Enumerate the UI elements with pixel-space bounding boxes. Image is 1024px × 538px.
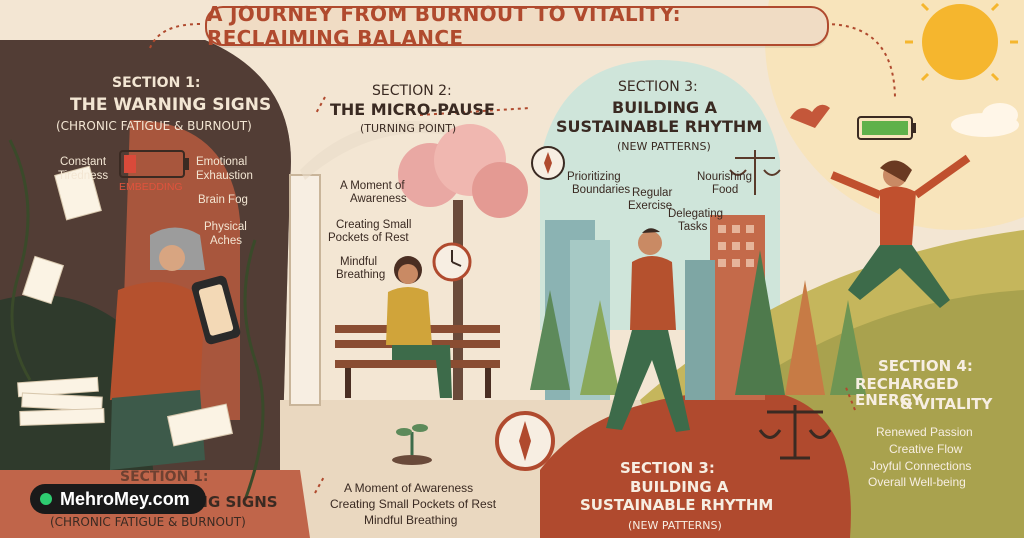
bottom-section1-number: SECTION 1: <box>120 469 209 485</box>
section2-item-2a: Creating Small <box>336 219 412 231</box>
section3-number: SECTION 3: <box>618 79 698 95</box>
section3-item-4b: Tasks <box>678 221 708 233</box>
section4-title-line1: RECHARGED ENERGY <box>855 375 959 410</box>
label-brain-fog: Brain Fog <box>198 194 248 206</box>
section4-item-1: Renewed Passion <box>876 425 973 439</box>
label-tiredness: Tiredness <box>58 170 109 182</box>
section2-subtitle: (TURNING POINT) <box>360 122 457 135</box>
label-aches: Aches <box>210 235 242 247</box>
section3-title-line2: SUSTAINABLE RHYTHM <box>556 117 763 136</box>
section3-item-2b: Exercise <box>628 200 673 212</box>
bottom-section3-title-line1: BUILDING A <box>630 478 729 496</box>
section3-item-3b: Food <box>712 184 739 196</box>
section3-item-1a: Prioritizing <box>567 171 621 183</box>
bottom-mid-item-3: Mindful Breathing <box>364 513 458 527</box>
section3-item-1b: Boundaries <box>572 184 631 196</box>
bottom-section3-title-line2: SUSTAINABLE RHYTHM <box>580 496 774 514</box>
bottom-mid-item-2: Creating Small Pockets of Rest <box>330 497 497 511</box>
battery-label: EMBEDDING <box>119 181 183 193</box>
section3-subtitle: (NEW PATTERNS) <box>617 140 711 153</box>
section4-item-3: Joyful Connections <box>870 459 972 473</box>
section3-title-line1: BUILDING A <box>612 98 718 117</box>
section2-item-3b: Breathing <box>336 269 386 281</box>
site-badge-label: MehroMey.com <box>60 488 190 509</box>
section4-number: SECTION 4: <box>878 357 973 375</box>
section3-item-4a: Delegating <box>668 208 723 220</box>
section4-title-line2: & VITALITY <box>900 395 993 413</box>
status-dot-icon <box>40 493 52 505</box>
bottom-mid-item-1: A Moment of Awareness <box>344 481 474 495</box>
label-constant: Constant <box>60 156 107 168</box>
page-title: A JOURNEY FROM BURNOUT TO VITALITY: RECL… <box>207 2 681 50</box>
section2-item-1a: A Moment of <box>340 180 405 192</box>
title-banner: A JOURNEY FROM BURNOUT TO VITALITY: RECL… <box>205 2 829 50</box>
section4-item-4: Overall Well-being <box>868 475 966 489</box>
section1-subtitle: (CHRONIC FATIGUE & BURNOUT) <box>56 119 252 133</box>
label-emotional: Emotional <box>196 156 248 168</box>
section1-number: SECTION 1: <box>112 75 201 91</box>
section3-item-2a: Regular <box>632 187 673 199</box>
label-exhaustion: Exhaustion <box>196 170 253 182</box>
site-badge[interactable]: MehroMey.com <box>30 484 206 514</box>
bottom-section3-subtitle: (NEW PATTERNS) <box>628 519 722 532</box>
section2-number: SECTION 2: <box>372 83 452 99</box>
section1-title: THE WARNING SIGNS <box>70 95 272 115</box>
section3-item-3a: Nourishing <box>697 171 752 183</box>
section4-item-2: Creative Flow <box>889 442 963 456</box>
section2-title: THE MICRO-PAUSE <box>330 100 495 119</box>
section2-item-1b: Awareness <box>350 193 407 205</box>
bottom-section3-number: SECTION 3: <box>620 459 715 477</box>
section2-item-2b: Pockets of Rest <box>328 232 409 244</box>
section2-item-3a: Mindful <box>340 256 378 268</box>
label-physical: Physical <box>204 221 247 233</box>
bottom-section1-subtitle: (CHRONIC FATIGUE & BURNOUT) <box>50 515 246 529</box>
